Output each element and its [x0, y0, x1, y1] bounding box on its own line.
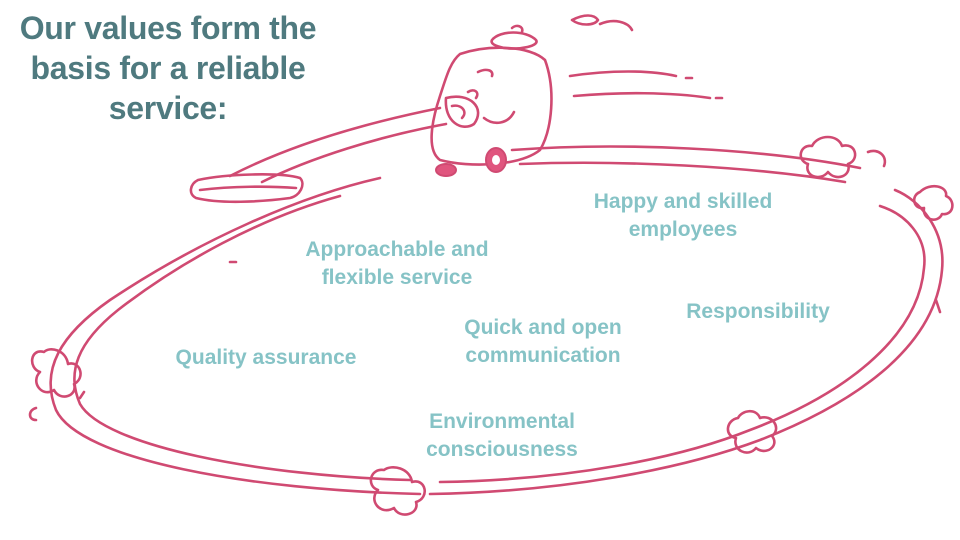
value-label-happy-employees: Happy and skilled employees	[593, 190, 773, 241]
dust-cloud-top-right	[799, 135, 887, 179]
robot-body	[430, 24, 553, 166]
value-label-responsibility: Responsibility	[686, 300, 830, 323]
oval-track-inner	[73, 161, 926, 484]
robot-wheels	[435, 147, 507, 177]
dust-cloud-right-bottom	[726, 409, 778, 454]
value-label-communication: Quick and open communication	[464, 316, 622, 367]
value-label-quality-assurance: Quality assurance	[175, 346, 357, 369]
speed-lines	[568, 14, 724, 100]
track-marks	[78, 260, 942, 400]
robot-arm	[189, 106, 448, 204]
page-title: Our values form the basis for a reliable…	[19, 10, 317, 126]
value-label-environmental-consciousness: Environmental consciousness	[426, 410, 578, 461]
dust-cloud-bottom	[369, 466, 426, 516]
dust-cloud-right	[912, 184, 954, 221]
dust-cloud-left	[28, 348, 82, 422]
value-label-approachable-service: Approachable and flexible service	[305, 238, 489, 289]
oval-track-outer	[49, 145, 944, 496]
